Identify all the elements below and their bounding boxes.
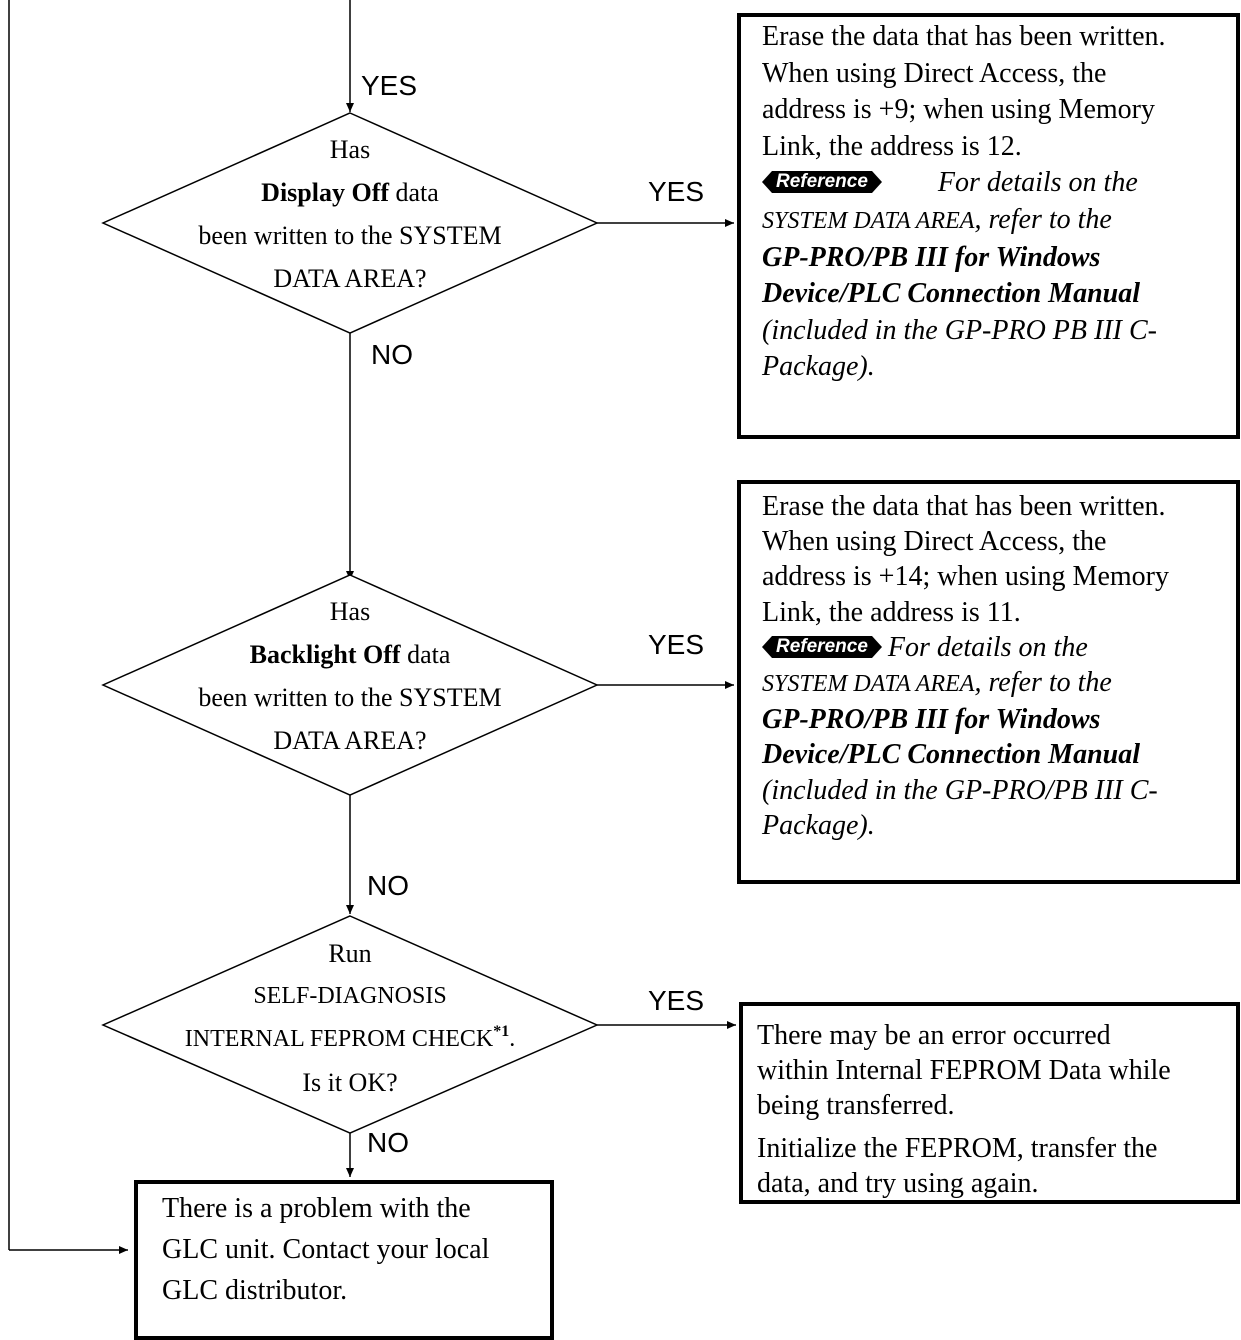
box-line: Package). (762, 351, 875, 383)
diamond-line: Run (328, 939, 372, 968)
diamond-display-off-text: Has Display Off data been written to the… (150, 128, 550, 300)
box-line: Device/PLC Connection Manual (762, 739, 1140, 771)
diamond-line: Backlight Off data (150, 633, 550, 676)
diamond-line: Has (329, 597, 371, 626)
ref-term: SYSTEM DATA AREA (762, 671, 975, 698)
diamond-line: INTERNAL FEPROM CHECK*1. (130, 1018, 570, 1061)
box-line: Erase the data that has been written. (762, 21, 1166, 52)
label-no: NO (367, 1127, 409, 1158)
reference-icon: Reference (762, 171, 882, 194)
ref-text: , refer to the (974, 667, 1112, 699)
box-line: GLC distributor. (162, 1275, 348, 1306)
box-line: address is +9; when using Memory (762, 94, 1155, 126)
footnote-marker: *1 (493, 1023, 510, 1040)
label-yes: YES (648, 176, 705, 207)
box-line: Reference For details on the (762, 630, 1236, 665)
reference-label: Reference (776, 171, 868, 193)
reference-label: Reference (776, 635, 868, 657)
diamond-line: SELF-DIAGNOSIS (253, 983, 447, 1009)
label-yes: YES (648, 985, 705, 1016)
diamond-line: Is it OK? (302, 1068, 398, 1097)
diamond-backlight-off-text: Has Backlight Off data been written to t… (150, 590, 550, 762)
diamond-line: Display Off data (150, 171, 550, 214)
box-line: data, and try using again. (757, 1168, 1039, 1199)
box-line: within Internal FEPROM Data while (757, 1055, 1171, 1086)
box-line: GLC unit. Contact your local (162, 1234, 490, 1265)
diamond-bold-term: Display Off (261, 178, 390, 207)
box-line: There is a problem with the (162, 1193, 471, 1224)
label-yes: YES (648, 629, 705, 660)
box-line: GP-PRO/PB III for Windows (762, 241, 1101, 273)
box-gap (757, 1123, 1236, 1131)
box-line: When using Direct Access, the (762, 57, 1107, 89)
diamond-text: data (400, 640, 451, 669)
box-line: Link, the address is 12. (762, 130, 1022, 162)
diamond-text: . (509, 1026, 516, 1052)
ref-text: For details on the (887, 631, 1088, 663)
box-line: being transferred. (757, 1090, 955, 1121)
box-line: There may be an error occurred (757, 1020, 1111, 1051)
ref-text: , refer to the (974, 203, 1112, 235)
box-line: SYSTEM DATA AREA, refer to the (762, 665, 1236, 702)
box-line: address is +14; when using Memory (762, 561, 1169, 593)
diamond-line: Has (329, 135, 371, 164)
reference-icon: Reference (762, 635, 882, 658)
diamond-backlight-off (101, 574, 599, 796)
box-backlight-off-action: Erase the data that has been written. Wh… (737, 480, 1240, 884)
diamond-bold-term: Backlight Off (249, 640, 401, 669)
box-line: SYSTEM DATA AREA, refer to the (762, 202, 1236, 240)
diamond-line: DATA AREA? (273, 726, 427, 755)
ref-text: For details on the (937, 167, 1138, 199)
diamond-line: been written to the SYSTEM (198, 683, 502, 712)
box-line: Erase the data that has been written. (762, 491, 1166, 522)
ref-term: SYSTEM DATA AREA (762, 207, 975, 234)
diamond-text: INTERNAL FEPROM CHECK (184, 1026, 494, 1052)
box-display-off-action: Erase the data that has been written. Wh… (737, 13, 1240, 439)
label-no: NO (367, 870, 409, 901)
box-contact-distributor: There is a problem with the GLC unit. Co… (134, 1180, 554, 1340)
box-line: When using Direct Access, the (762, 526, 1107, 558)
box-line: GP-PRO/PB III for Windows (762, 704, 1101, 736)
box-line: Link, the address is 11. (762, 596, 1021, 628)
box-line: Package). (762, 809, 875, 841)
label-yes: YES (361, 70, 418, 101)
diamond-self-diagnosis (101, 915, 599, 1134)
diamond-text: data (389, 178, 439, 207)
box-line: (included in the GP-PRO/PB III C- (762, 774, 1158, 806)
diamond-line: DATA AREA? (273, 264, 427, 293)
box-line: Reference For details on the (762, 165, 1236, 202)
box-line: (included in the GP-PRO PB III C- (762, 314, 1157, 346)
diamond-self-diagnosis-text: Run SELF-DIAGNOSIS INTERNAL FEPROM CHECK… (130, 932, 570, 1104)
diamond-line: been written to the SYSTEM (198, 221, 502, 250)
box-feprom-action: There may be an error occurred within In… (739, 1002, 1240, 1204)
diamond-display-off (101, 112, 599, 334)
box-line: Initialize the FEPROM, transfer the (757, 1133, 1158, 1164)
label-no: NO (371, 339, 413, 370)
box-line: Device/PLC Connection Manual (762, 278, 1140, 310)
